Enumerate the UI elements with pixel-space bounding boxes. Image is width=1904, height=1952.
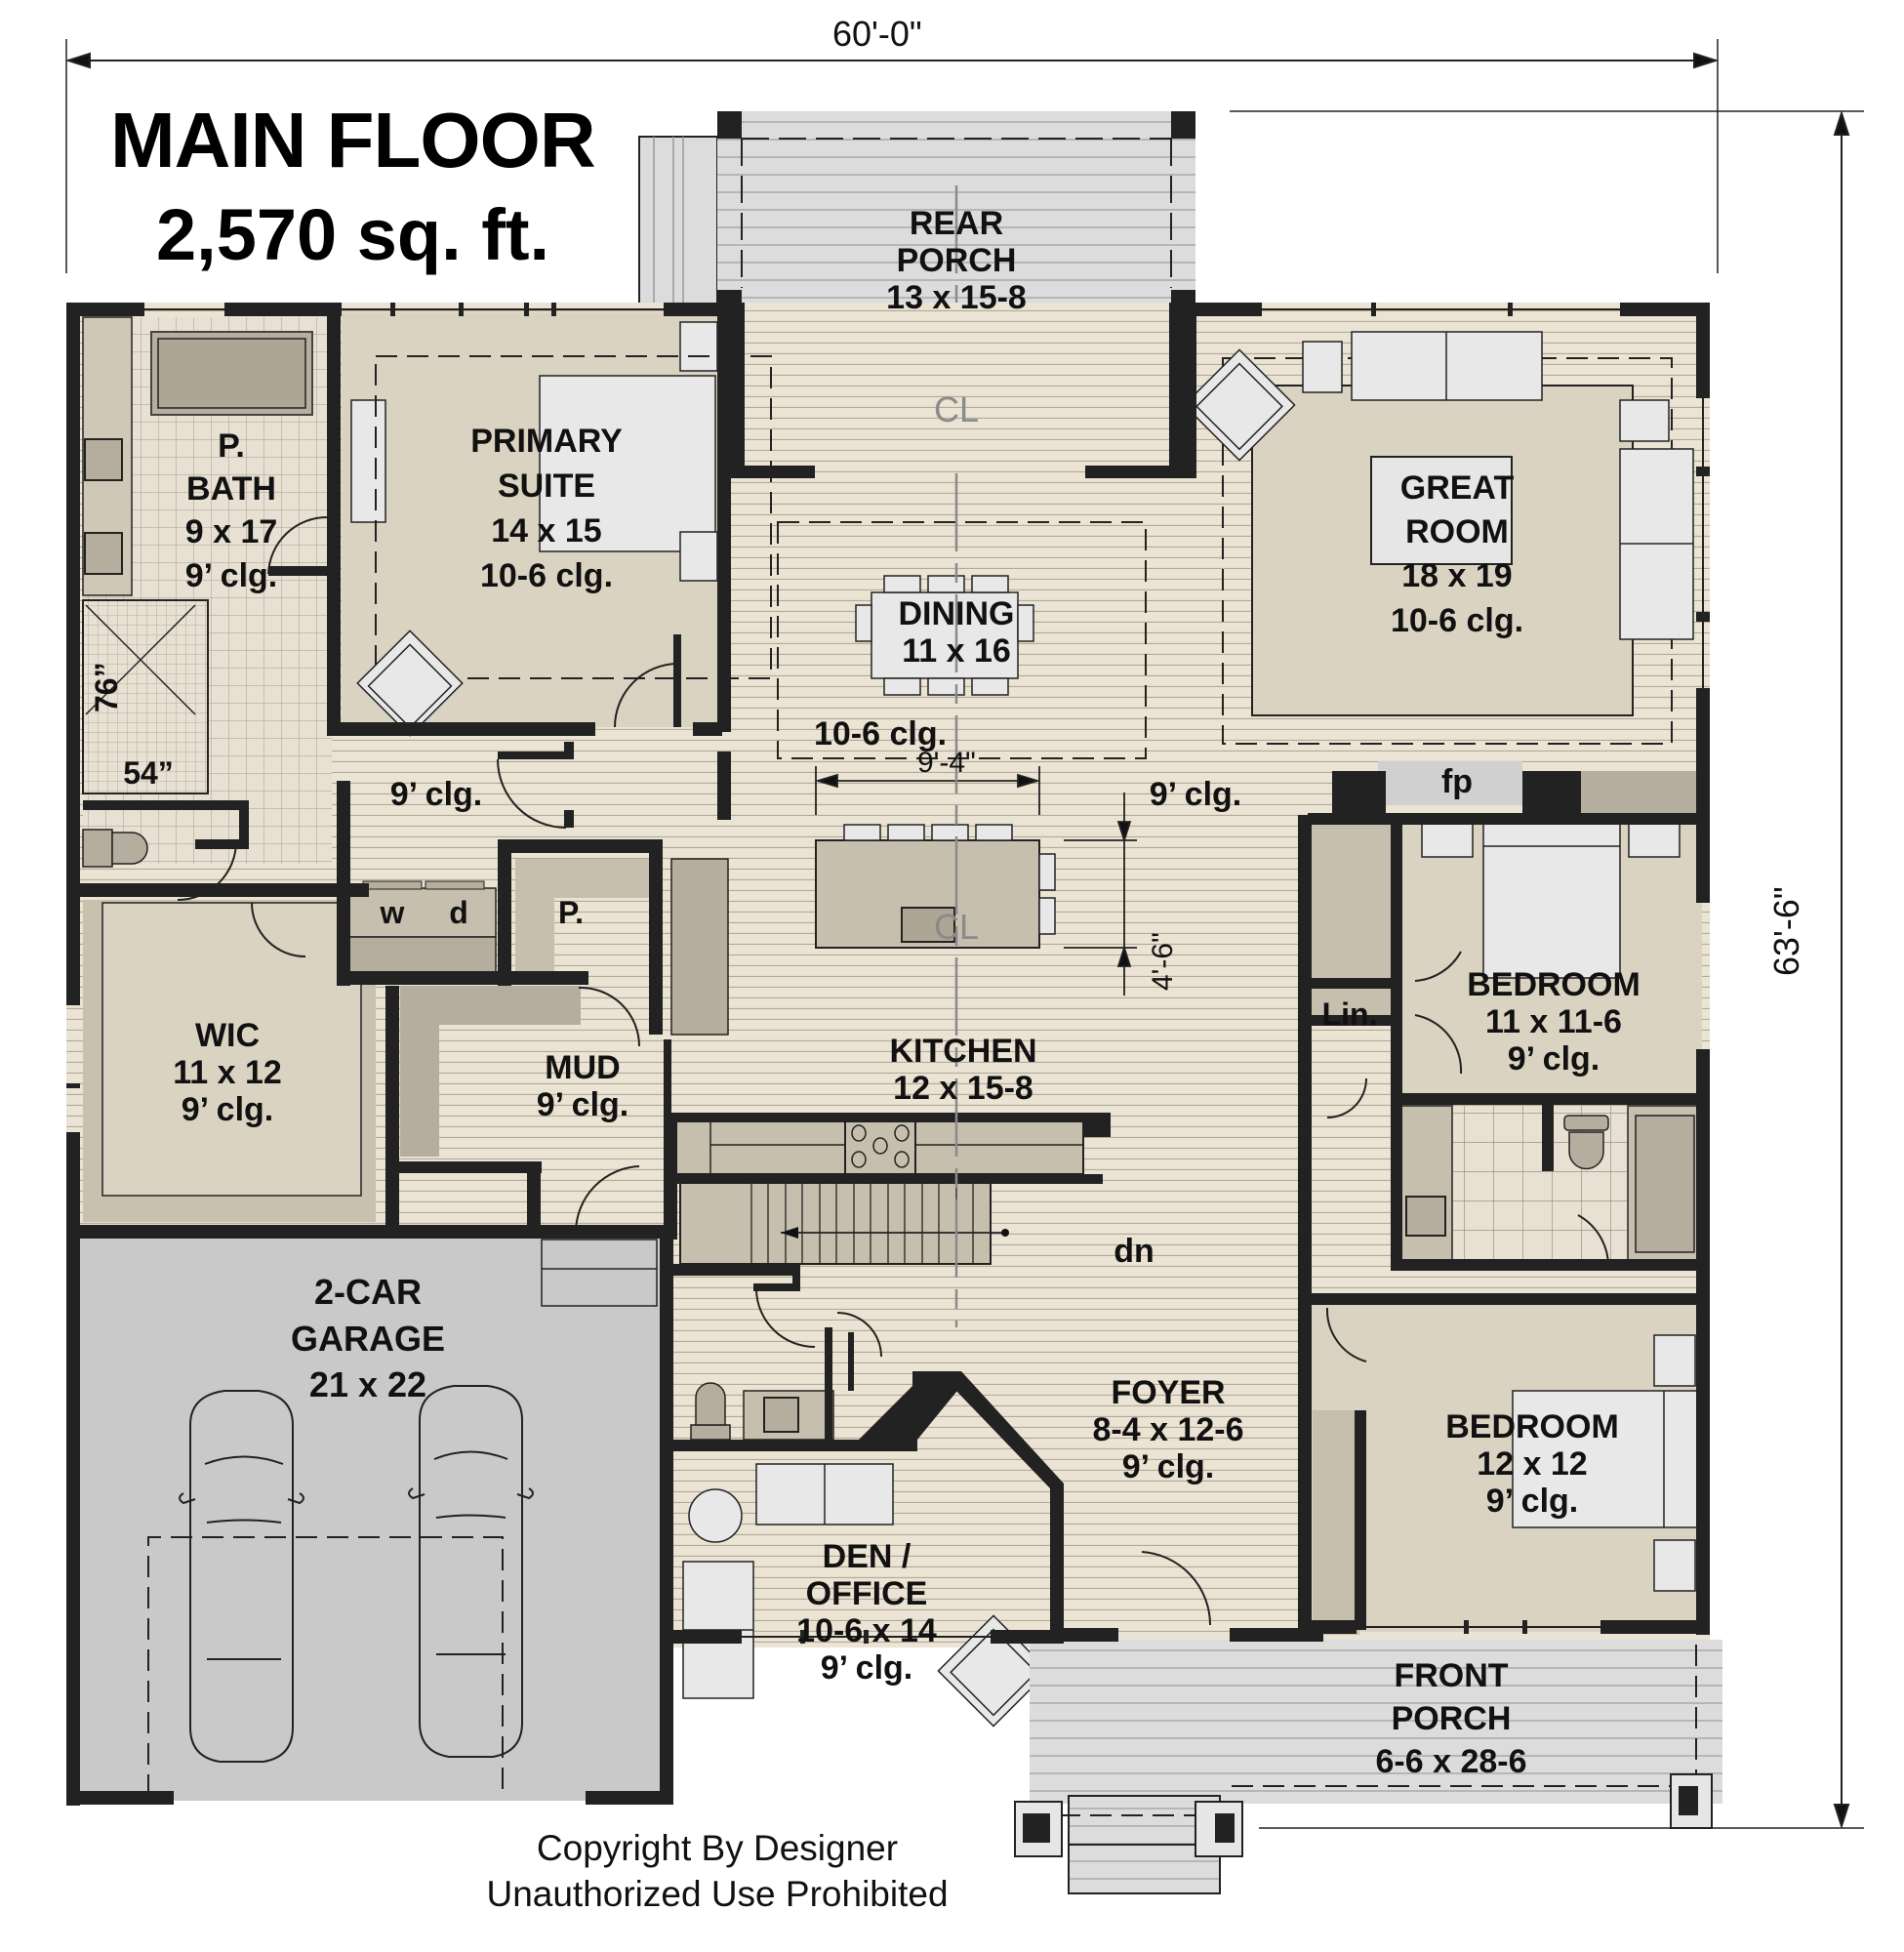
overall-depth-label: 63'-6" xyxy=(1766,886,1806,976)
copyright-notice: Copyright By Designer Unauthorized Use P… xyxy=(444,1825,991,1918)
great-room-label: GREAT ROOM 18 x 19 10-6 clg. xyxy=(1390,469,1524,639)
shower-width-label: 54” xyxy=(123,755,174,791)
dryer-label: d xyxy=(449,895,468,930)
width-dimension-line xyxy=(64,39,1720,273)
kitchen-label: KITCHEN 12 x 15-8 xyxy=(889,1033,1037,1108)
bedroom-1-label: BEDROOM 11 x 11-6 9’ clg. xyxy=(1467,966,1641,1078)
centerline-symbol-kitchen: CL xyxy=(933,907,980,947)
centerline-symbol-rear: CL xyxy=(933,389,980,429)
primary-suite-label: PRIMARY SUITE 14 x 15 10-6 clg. xyxy=(470,423,623,594)
car-1 xyxy=(179,1390,304,1763)
front-porch-label: FRONT PORCH 6-6 x 28-6 xyxy=(1375,1657,1527,1781)
great-room-label-box xyxy=(1370,456,1513,565)
island-depth-label: 4'-6" xyxy=(1147,932,1179,991)
hall-ceiling: 9’ clg. xyxy=(389,776,483,813)
wic-label: WIC 11 x 12 9’ clg. xyxy=(173,1017,282,1129)
stairs xyxy=(679,1180,992,1265)
shower-depth-label: 76” xyxy=(89,662,124,712)
mud-label: MUD 9’ clg. xyxy=(536,1049,629,1124)
den-office-label: DEN / OFFICE 10-6 x 14 9’ clg. xyxy=(796,1538,937,1688)
overall-width-label: 60'-0" xyxy=(832,14,922,54)
bedroom-2-label: BEDROOM 12 x 12 9’ clg. xyxy=(1445,1408,1619,1521)
garage-floor xyxy=(66,1235,673,1801)
fireplace xyxy=(1378,761,1522,805)
car-2 xyxy=(408,1385,534,1758)
floor-title: MAIN FLOOR xyxy=(110,97,596,183)
garage-label: 2-CAR GARAGE 21 x 22 xyxy=(290,1272,446,1405)
door-swings xyxy=(177,516,1610,1626)
fireplace-label: fp xyxy=(1440,763,1474,800)
copyright-line-2: Unauthorized Use Prohibited xyxy=(486,1874,949,1915)
linen-label: Lin. xyxy=(1321,996,1378,1032)
foyer-label: FOYER 8-4 x 12-6 9’ clg. xyxy=(1092,1374,1244,1486)
pantry-label: P. xyxy=(557,895,585,930)
rear-porch-label: REAR PORCH 13 x 15-8 xyxy=(886,205,1027,317)
floor-area: 2,570 sq. ft. xyxy=(156,194,550,275)
stairs-down-label: dn xyxy=(1114,1233,1155,1270)
kitchen-ceiling: 9’ clg. xyxy=(1149,776,1242,813)
dining-ceiling: 10-6 clg. xyxy=(813,715,948,752)
depth-dimension-line xyxy=(1230,109,1864,1830)
walls xyxy=(66,303,1710,1806)
primary-bath-label: P. BATH 9 x 17 9’ clg. xyxy=(184,427,278,594)
copyright-line-1: Copyright By Designer xyxy=(536,1828,899,1868)
washer-label: w xyxy=(380,895,405,930)
dining-label: DINING 11 x 16 xyxy=(898,595,1015,671)
island-width-label: 9'-4" xyxy=(917,747,976,779)
front-porch-area xyxy=(1014,1640,1722,1894)
